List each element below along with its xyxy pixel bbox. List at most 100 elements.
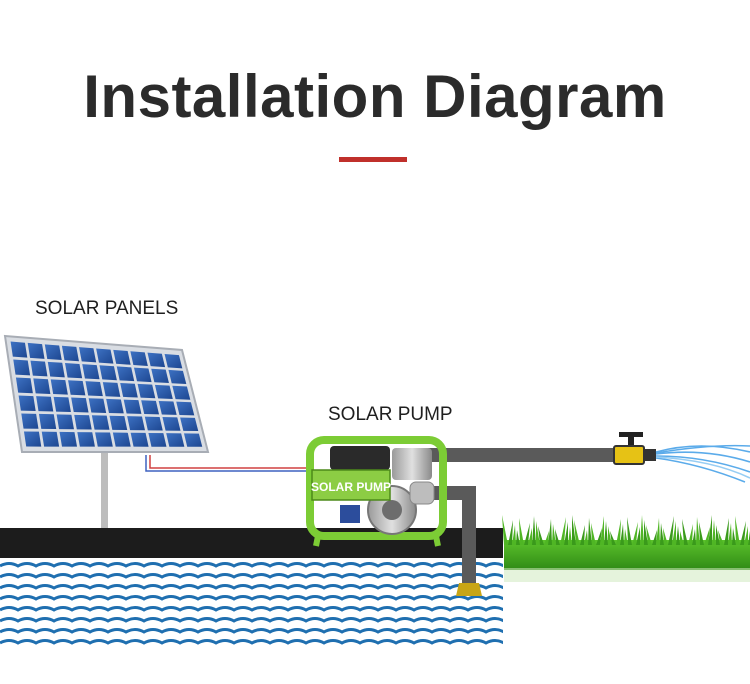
outlet-pipe: [418, 448, 620, 462]
solar-cell: [99, 365, 117, 381]
grass-blade: [716, 525, 720, 545]
solar-cell: [53, 396, 71, 412]
grass-blade: [640, 515, 644, 545]
solar-cell: [47, 361, 65, 378]
solar-cell: [148, 432, 167, 447]
grass-blade: [596, 528, 602, 545]
solar-cell: [61, 345, 79, 362]
solar-cell: [85, 381, 103, 397]
solar-cell: [56, 414, 74, 430]
panel-support-pole: [101, 445, 108, 529]
solar-cell: [15, 377, 33, 394]
solar-cell: [180, 417, 199, 432]
solar-cell: [162, 417, 181, 431]
grass-blade: [696, 517, 700, 545]
solar-cell: [38, 413, 57, 430]
grass-blade: [512, 525, 516, 545]
solar-cell: [71, 397, 89, 413]
grass-blade: [584, 530, 588, 545]
pump-brand-text: SOLAR PUMP: [311, 480, 391, 494]
grass-blade: [624, 529, 628, 545]
grass-blade: [644, 520, 648, 545]
grass-blade: [574, 520, 580, 545]
grass-blade: [591, 523, 596, 545]
solar-cell: [106, 398, 124, 414]
solar-cell: [130, 432, 149, 447]
water-source: [0, 558, 503, 650]
solar-cell: [41, 431, 60, 447]
solar-cell: [77, 432, 95, 447]
solar-panel-assembly: [3, 334, 210, 529]
valve-icon: [613, 432, 656, 465]
grass-blade: [668, 516, 674, 545]
solar-cell: [116, 366, 135, 382]
solar-cell: [74, 414, 92, 430]
grass-blade: [616, 519, 621, 545]
solar-cell: [176, 401, 195, 416]
solar-cell: [120, 383, 138, 398]
solar-cell: [64, 362, 83, 379]
solar-cell: [151, 368, 169, 384]
solar-cell: [79, 347, 97, 363]
solar-panels-label: SOLAR PANELS: [35, 298, 179, 319]
grass-blade: [516, 530, 520, 545]
grass-blade: [560, 517, 566, 545]
grass-blade: [646, 525, 652, 545]
grass-blade: [660, 523, 664, 545]
solar-cell: [112, 432, 131, 447]
title-accent-bar: [339, 157, 407, 162]
solar-pump-unit: SOLAR PUMP: [306, 436, 447, 547]
grass-blade: [568, 527, 572, 545]
grass-blade: [692, 529, 696, 545]
solar-cell: [13, 359, 31, 376]
solar-cell: [168, 369, 187, 385]
grass-blade: [620, 524, 624, 545]
solar-cell: [96, 348, 114, 364]
water-wave: [0, 584, 503, 590]
grass-blade: [688, 524, 693, 545]
grass-blade: [676, 526, 680, 545]
grass-blade: [528, 528, 532, 545]
grass-blade: [536, 521, 540, 545]
grass-field: [502, 515, 750, 582]
grass-blade: [699, 522, 704, 545]
grass-blade: [502, 515, 508, 545]
grass-blade: [519, 518, 524, 545]
grass-blade: [627, 517, 632, 545]
solar-cell: [95, 432, 113, 447]
grass-blade: [724, 518, 729, 545]
solar-cell: [68, 380, 86, 396]
solar-cell: [133, 367, 152, 383]
solar-cell: [10, 341, 28, 358]
water-wave: [0, 617, 503, 623]
grass-blade: [708, 515, 712, 545]
grass-blade: [548, 519, 552, 545]
grass-blade: [712, 520, 716, 545]
grass-blade: [580, 525, 585, 545]
solar-cell: [50, 379, 68, 395]
water-spray: [655, 444, 750, 483]
grass-blade: [564, 522, 568, 545]
solar-cell: [164, 353, 183, 369]
solar-cell: [30, 360, 48, 377]
grass-blade: [744, 526, 748, 545]
grass-blade: [538, 526, 544, 545]
grass-blade: [682, 519, 688, 545]
solar-cell: [36, 396, 54, 412]
solar-cell: [144, 416, 163, 431]
water-wave: [0, 595, 503, 601]
grass-blade: [704, 527, 710, 545]
solar-cell: [33, 378, 51, 394]
grass-blade: [524, 523, 530, 545]
solar-cell: [88, 398, 107, 413]
grass-blade: [610, 531, 616, 545]
solar-cell: [130, 351, 148, 366]
diagram-title: Installation Diagram: [83, 63, 667, 130]
grass-blade: [572, 515, 576, 545]
solar-pump-label: SOLAR PUMP: [328, 404, 453, 425]
solar-cell: [137, 383, 156, 399]
solar-panel-cells: [10, 341, 203, 447]
solar-cell: [123, 399, 142, 414]
grass-blade: [672, 521, 676, 545]
water-wave: [0, 606, 503, 612]
